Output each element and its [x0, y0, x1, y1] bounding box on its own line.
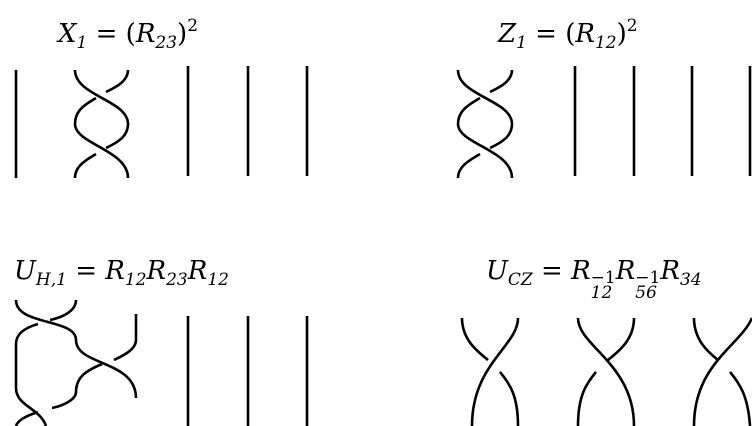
ucz-crossing-12-over — [470, 317, 520, 426]
uh1-equation-label: UH,1 = R12R23R12 — [14, 256, 229, 290]
uh1-braid — [14, 299, 309, 426]
ucz-crossing-12-under-a — [460, 317, 489, 362]
ucz-crossing-12-under-b — [499, 371, 520, 426]
uh1-crossing-1-under-a — [49, 299, 78, 322]
uh1-crossing-1-over — [14, 299, 78, 341]
z1-strand-under-top-b — [456, 96, 481, 125]
x1-strand-over-top — [73, 69, 130, 125]
z1-strand-under-bottom-b — [456, 152, 481, 179]
z1-strand-under-bottom-a — [489, 123, 514, 150]
uh1-crossing-3-under-a — [51, 391, 78, 410]
ucz-crossing-34-over — [576, 317, 636, 426]
x1-strand-under-top-b — [73, 96, 97, 125]
ucz-crossing-56-under-a — [692, 317, 719, 362]
uh1-crossing-2-under-a — [113, 314, 138, 362]
uh1-crossing-3-under-b — [14, 410, 39, 426]
uh1-crossing-3-over — [14, 387, 48, 426]
ucz-crossing-56-under-b — [729, 371, 752, 426]
z1-equation-label: Z1 = (R12)2 — [498, 16, 638, 53]
uh1-crossing-2-under-b — [74, 362, 103, 393]
x1-strand-under-bottom-b — [73, 152, 97, 179]
ucz-braid — [460, 317, 752, 426]
ucz-crossing-34-under-a — [607, 317, 636, 362]
z1-strand-over-bottom — [456, 123, 514, 179]
uh1-crossing-1-under-b — [14, 322, 39, 345]
x1-strand-under-bottom-a — [105, 123, 130, 150]
x1-strand-over-bottom — [73, 123, 130, 179]
ucz-crossing-56-over — [692, 317, 752, 426]
z1-strand-over-top — [456, 69, 514, 125]
x1-braid — [14, 66, 309, 179]
z1-strand-under-top-a — [489, 69, 514, 94]
x1-equation-label: X1 = (R23)2 — [58, 16, 199, 53]
z1-braid — [456, 66, 752, 179]
x1-strand-under-top-a — [105, 69, 130, 94]
uh1-crossing-2-over — [74, 339, 138, 399]
ucz-crossing-34-under-b — [576, 371, 597, 426]
